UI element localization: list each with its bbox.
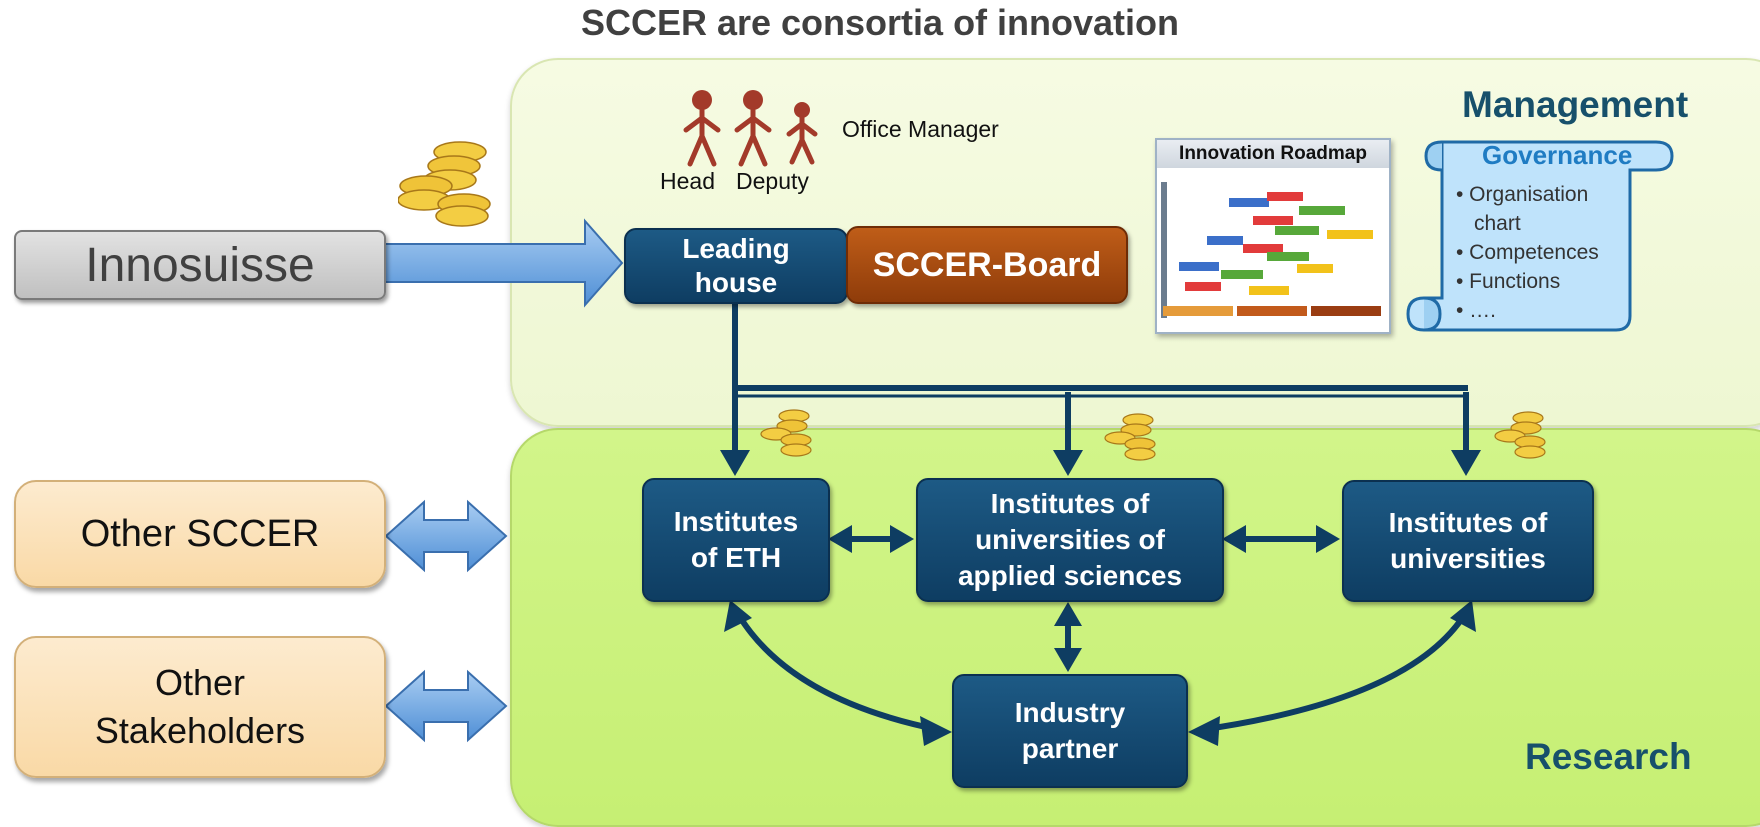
scroll-icon [1406,140,1674,332]
roadmap-graphic [1161,182,1381,318]
gold-coins-icon [1104,413,1156,461]
people-icon [683,90,818,167]
office-manager-label: Office Manager [842,116,999,142]
governance-title: Governance [1482,140,1633,170]
governance-item: • Organisation [1456,183,1589,206]
other-sccer-box: Other SCCER [14,480,386,588]
institutes-universities-box: Institutes of universities [1342,480,1594,602]
eth-industry-arrow [735,612,941,733]
distribution-bus [732,300,1469,460]
bus-arrowheads [720,450,1481,476]
uni-industry-arrow [1199,612,1468,733]
governance-list: • Organisation chart • Competences • Fun… [1456,180,1599,325]
gold-coins-icon [1494,411,1546,459]
innosuisse-box: Innosuisse [14,230,386,300]
industry-partner-box: Industry partner [952,674,1188,788]
institutes-eth-box: Institutes of ETH [642,478,830,602]
institutes-uas-box: Institutes of universities of applied sc… [916,478,1224,602]
funding-arrow [381,218,624,308]
other-sccer-arrow [384,499,508,573]
roadmap-title: Innovation Roadmap [1157,140,1389,168]
other-stakeholders-arrow [384,669,508,743]
diagram-title: SCCER are consortia of innovation [580,2,1180,43]
governance-item: • Functions [1456,270,1561,293]
governance-item: • …. [1456,299,1497,322]
gold-coins-icon [760,409,812,457]
sccer-board-box: SCCER-Board [846,226,1128,304]
governance-item: chart [1474,212,1521,235]
governance-item: • Competences [1456,241,1599,264]
management-label: Management [1462,84,1689,125]
other-stakeholders-box: Other Stakeholders [14,636,386,778]
head-label: Head [660,168,715,194]
research-label: Research [1525,736,1692,777]
gold-coins-icon [398,141,491,227]
leading-house-box: Leading house [624,228,848,304]
deputy-label: Deputy [736,168,809,194]
innovation-roadmap-thumbnail: Innovation Roadmap [1155,138,1391,334]
